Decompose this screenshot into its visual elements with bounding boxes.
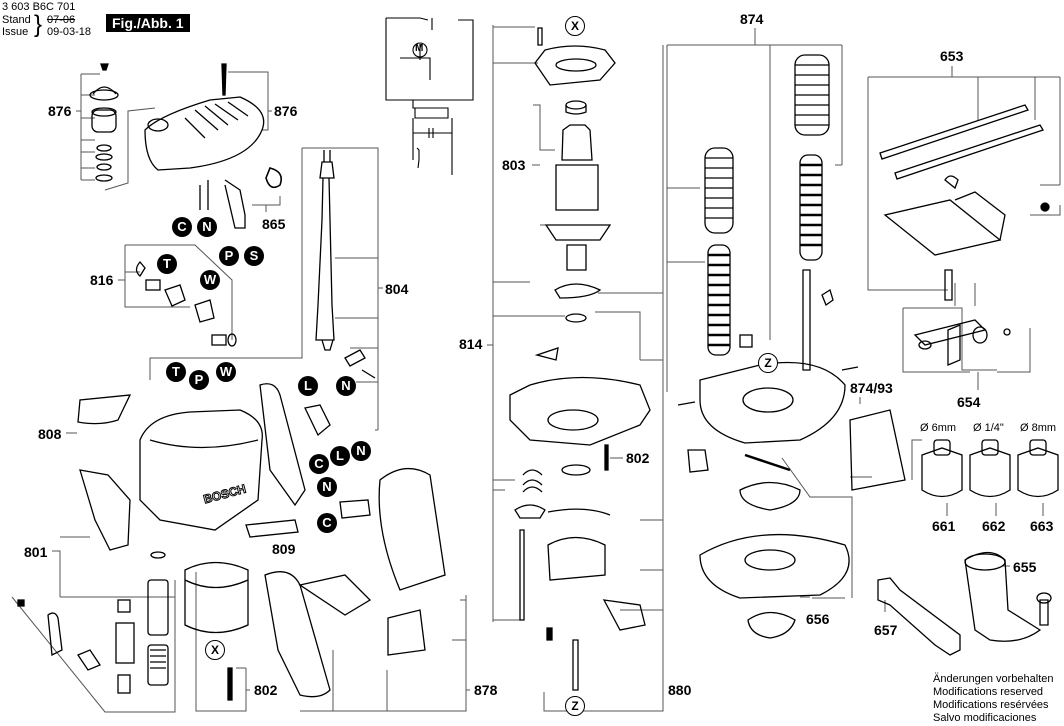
wire-marker-p: P	[219, 246, 239, 266]
part-label-802: 802	[626, 450, 650, 466]
part-label-653: 653	[940, 48, 964, 64]
wire-marker-w: W	[216, 362, 236, 382]
reference-marker-x: X	[565, 16, 585, 36]
old-date: 07-06	[47, 14, 76, 26]
wire-marker-t: T	[157, 254, 177, 274]
motor-symbol: M	[415, 43, 424, 54]
armature-parts	[534, 27, 616, 323]
issue-date: 09-03-18	[47, 26, 92, 38]
part-label-814: 814	[459, 336, 483, 352]
wire-marker-n: N	[336, 376, 356, 396]
part-label-878: 878	[474, 682, 498, 698]
wire-marker-n: N	[351, 441, 371, 461]
wiring-schematic	[385, 17, 474, 175]
wire-marker-c: C	[309, 454, 329, 474]
motor-housing	[77, 383, 371, 551]
part-label-663: 663	[1030, 518, 1054, 534]
gear-housing	[509, 347, 651, 691]
part-label-801: 801	[24, 544, 48, 560]
part-label-655: 655	[1013, 559, 1037, 575]
switch-parts	[135, 167, 283, 347]
part-label-809: 809	[272, 541, 296, 557]
part-label-654: 654	[957, 394, 981, 410]
base-plate	[677, 361, 859, 639]
part-label-656: 656	[806, 611, 830, 627]
wrench-and-dust-extraction	[877, 551, 1052, 656]
part-label-880: 880	[668, 682, 692, 698]
brace-icon: }	[34, 11, 43, 38]
part-label-876: 876	[274, 103, 298, 119]
part-label-874: 874	[740, 11, 764, 27]
chip-guard	[849, 409, 906, 491]
depth-springs	[704, 54, 834, 371]
collet-size-label: Ø 8mm	[1020, 422, 1057, 434]
parallel-guide	[879, 104, 1050, 366]
figure-title: Fig./Abb. 1	[106, 14, 190, 32]
part-label-802: 802	[254, 682, 278, 698]
part-label-808: 808	[38, 426, 62, 442]
part-label-662: 662	[982, 518, 1006, 534]
wire-marker-c: C	[317, 513, 337, 533]
document-number: 3 603 B6C 701	[2, 1, 76, 13]
part-label-803: 803	[502, 157, 526, 173]
wire-marker-c: C	[172, 217, 192, 237]
part-label-661: 661	[932, 518, 956, 534]
reference-marker-x: X	[205, 640, 225, 660]
wire-marker-p: P	[189, 370, 209, 390]
wire-marker-w: W	[200, 270, 220, 290]
wire-marker-l: L	[330, 446, 350, 466]
field-stator	[184, 561, 249, 701]
reference-marker-z: Z	[565, 696, 585, 716]
collets	[921, 439, 1059, 498]
power-cord	[315, 150, 376, 379]
cover-parts	[89, 63, 265, 182]
stand-label: Stand	[2, 14, 31, 26]
wire-marker-t: T	[166, 362, 186, 382]
collet-size-label: Ø 6mm	[920, 422, 957, 434]
collet-size-label: Ø 1/4"	[973, 422, 1004, 434]
part-label-874-93: 874/93	[850, 380, 893, 396]
footer-note: Modifications reserved	[933, 686, 1044, 698]
part-label-816: 816	[90, 272, 114, 288]
footer-note: Änderungen vorbehalten	[933, 673, 1054, 685]
footer-note: Modifications resérvées	[933, 699, 1049, 711]
wire-marker-s: S	[244, 246, 264, 266]
wire-marker-l: L	[298, 376, 318, 396]
part-label-876: 876	[48, 103, 72, 119]
part-label-804: 804	[385, 281, 409, 297]
wire-marker-n: N	[197, 217, 217, 237]
reference-marker-z: Z	[758, 353, 778, 373]
wire-marker-n: N	[317, 477, 337, 497]
part-label-657: 657	[874, 622, 898, 638]
brush-holder-parts	[17, 551, 169, 694]
part-label-865: 865	[262, 216, 286, 232]
footer-note: Salvo modificaciones	[933, 712, 1037, 724]
issue-label: Issue	[2, 26, 29, 38]
handle-parts	[264, 468, 446, 698]
